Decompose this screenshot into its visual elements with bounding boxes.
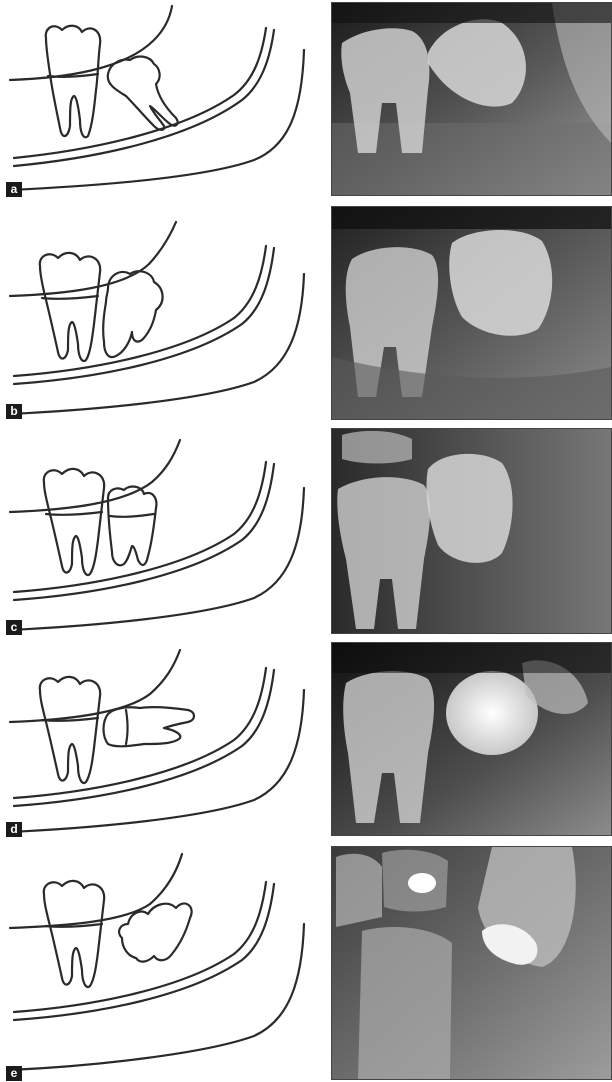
line-drawing-a <box>4 0 326 200</box>
panel-b: b <box>0 204 612 422</box>
line-drawing-b <box>4 204 326 422</box>
panel-label-c: c <box>6 620 22 635</box>
radiograph-d <box>331 642 612 836</box>
radiograph-c <box>331 428 612 634</box>
panel-c: c <box>0 426 612 636</box>
panel-a: a <box>0 0 612 200</box>
line-drawing-e <box>4 844 326 1082</box>
radiograph-b <box>331 206 612 420</box>
panel-d: d <box>0 640 612 840</box>
radiograph-a <box>331 2 612 196</box>
panel-label-d: d <box>6 822 22 837</box>
line-drawing-c <box>4 426 326 636</box>
panel-e: e <box>0 844 612 1082</box>
line-drawing-d <box>4 640 326 840</box>
radiograph-e <box>331 846 612 1080</box>
panel-label-a: a <box>6 182 22 197</box>
panel-label-e: e <box>6 1066 22 1081</box>
panel-label-b: b <box>6 404 22 419</box>
